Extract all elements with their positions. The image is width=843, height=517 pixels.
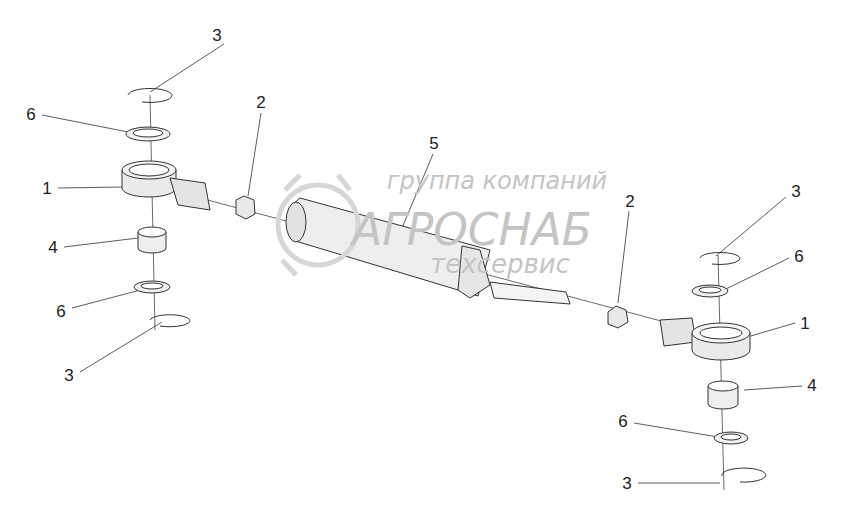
- callout-number: 3: [791, 183, 800, 200]
- callout-number: 1: [800, 315, 809, 332]
- watermark-text: АГРОСНАБ: [352, 208, 592, 252]
- callout-number: 6: [56, 303, 65, 320]
- callout-number: 1: [42, 180, 51, 197]
- callout-number: 5: [429, 135, 438, 152]
- callout-number: 2: [256, 94, 265, 111]
- callout-number: 3: [212, 27, 221, 44]
- callout-number: 3: [622, 475, 631, 492]
- callout-number: 2: [625, 193, 634, 210]
- watermark-text: техсервис: [430, 251, 570, 277]
- callout-number: 4: [48, 239, 57, 256]
- watermark-text: группа компаний: [387, 169, 607, 193]
- callout-number: 3: [64, 367, 73, 384]
- callout-number: 6: [618, 413, 627, 430]
- callout-number: 4: [807, 377, 816, 394]
- callout-number: 6: [794, 248, 803, 265]
- callout-number: 6: [26, 106, 35, 123]
